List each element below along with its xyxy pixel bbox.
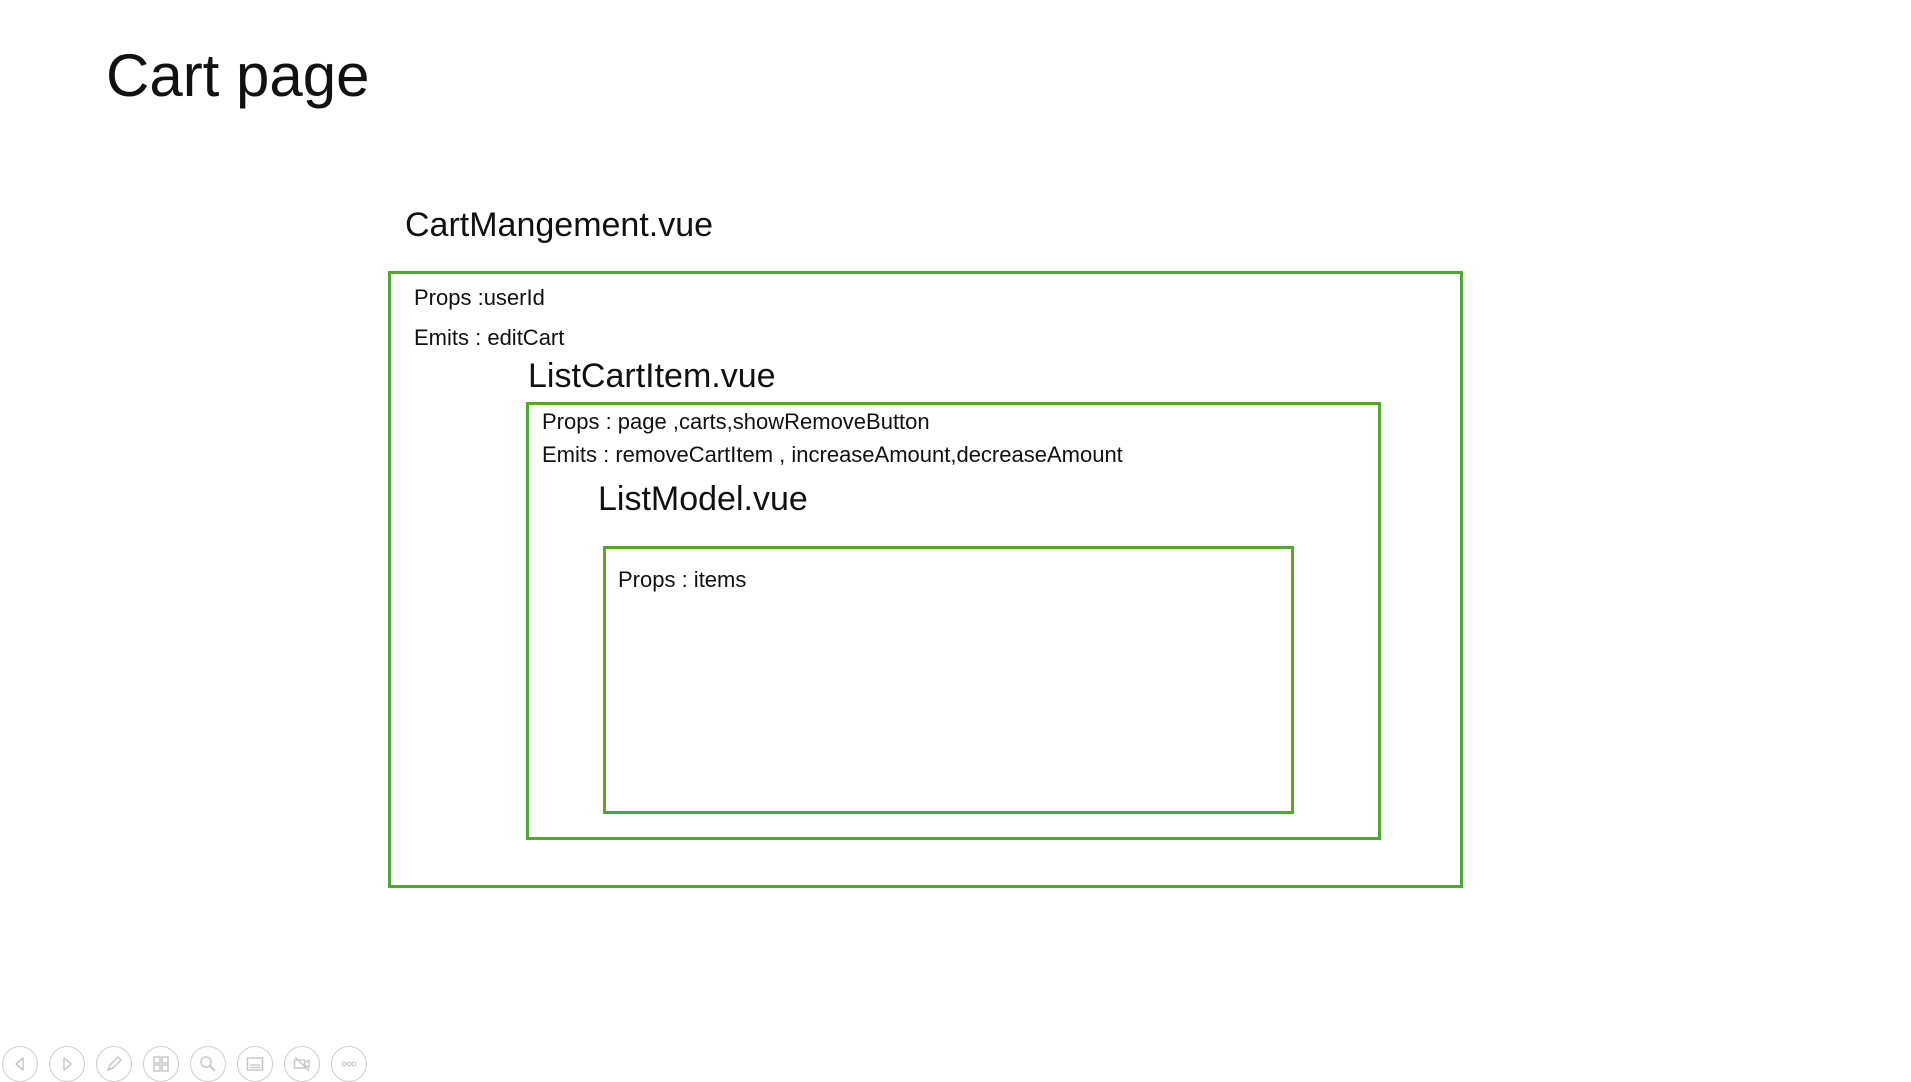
presentation-toolbar: [2, 1046, 367, 1082]
subtitles-icon: [246, 1057, 264, 1071]
zoom-button[interactable]: [190, 1046, 226, 1082]
list-cart-item-props: Props : page ,carts,showRemoveButton: [542, 409, 930, 434]
list-model-box: [603, 546, 1294, 814]
zoom-icon: [200, 1056, 216, 1072]
cart-management-props: Props :userId: [414, 285, 545, 310]
pen-icon: [107, 1056, 122, 1071]
list-model-props: Props : items: [618, 567, 747, 592]
camera-off-button[interactable]: [284, 1046, 320, 1082]
list-cart-item-emits: Emits : removeCartItem , increaseAmount,…: [542, 442, 1123, 467]
subtitles-button[interactable]: [237, 1046, 273, 1082]
see-all-slides-icon: [153, 1056, 169, 1072]
previous-slide-button[interactable]: [2, 1046, 38, 1082]
cart-management-label: CartMangement.vue: [405, 206, 714, 244]
more-options-button[interactable]: [331, 1046, 367, 1082]
list-cart-item-label: ListCartItem.vue: [528, 357, 776, 395]
cart-management-emits: Emits : editCart: [414, 325, 565, 350]
list-model-label: ListModel.vue: [598, 480, 808, 518]
pen-button[interactable]: [96, 1046, 132, 1082]
next-slide-icon: [63, 1057, 72, 1071]
see-all-slides-button[interactable]: [143, 1046, 179, 1082]
slide-title: Cart page: [106, 42, 370, 109]
camera-off-icon: [293, 1056, 310, 1072]
cart-management-box: [388, 271, 1463, 888]
more-options-icon: [341, 1061, 357, 1067]
list-cart-item-box: [526, 402, 1381, 840]
previous-slide-icon: [15, 1057, 24, 1071]
next-slide-button[interactable]: [49, 1046, 85, 1082]
